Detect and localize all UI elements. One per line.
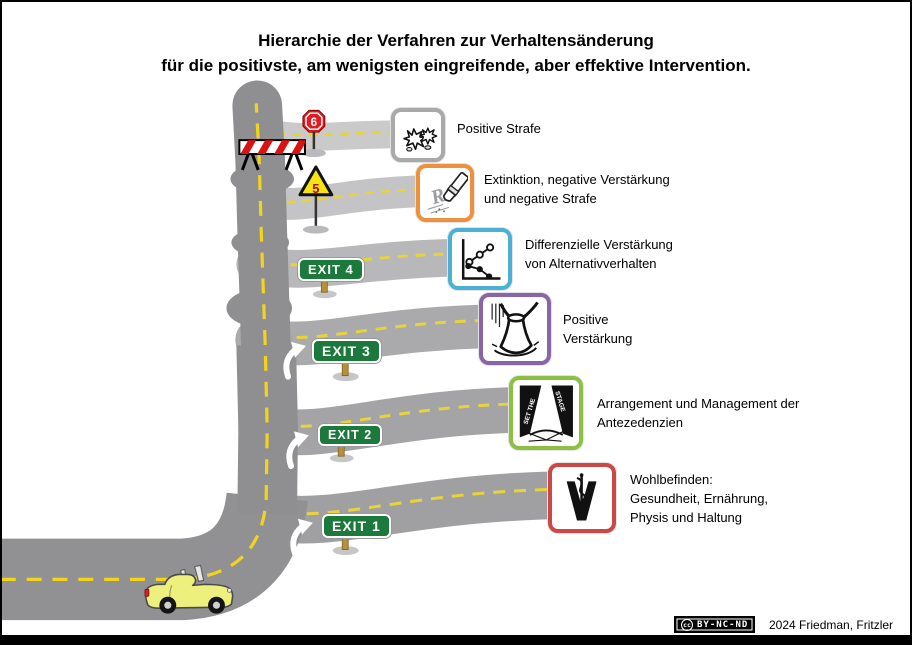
credit-text: 2024 Friedman, Fritzler [769,618,894,632]
exit-sign-1: EXIT 1 [322,514,391,538]
road-bulge [226,289,293,327]
chart-icon [462,239,501,280]
bottom-border-bar [2,635,910,643]
vet-icon [567,473,597,521]
stage-icon: SET THE STAGE [519,385,573,442]
method-box-positive-strafe [391,108,445,162]
method-box-wohlbefinden [548,463,616,533]
exit-sign-2: EXIT 2 [318,424,383,446]
bottom-road [2,491,308,621]
method-box-extinktion: R [416,164,474,222]
method-label-positive-strafe: Positive Strafe [457,121,541,136]
road-barrier-icon [238,139,306,171]
method-label-positive-verstaerkung: Positive Verstärkung [563,312,633,346]
car-icon [144,564,234,614]
cc-license-badge: cc BY-NC-ND [674,616,756,633]
eraser-icon: R [427,172,468,214]
method-label-wohlbefinden: Wohlbefinden: Gesundheit, Ernährung, Phy… [630,472,769,525]
cc-icon: cc [681,618,693,631]
road-bulge [231,228,290,257]
diagram-title: Hierarchie der Verfahren zur Verhaltensä… [2,28,910,78]
license-text: BY-NC-ND [697,619,749,630]
blocked-sign-number: 6 [311,115,318,129]
method-label-antezedenzien: Arrangement und Management der Antezeden… [597,396,800,430]
method-box-differenzielle-verstaerkung [448,228,512,290]
title-line2: für die positivste, am wenigsten eingrei… [161,56,751,75]
clay-shaping-icon [491,301,539,357]
exit-sign-4: EXIT 4 [298,258,364,281]
warning-sign: 5 [298,165,334,234]
method-box-antezedenzien: SET THE STAGE [509,376,583,450]
main-road-dash [2,103,269,581]
method-label-extinktion: Extinktion, negative Verstärkung und neg… [484,172,670,206]
exit-sign-3: EXIT 3 [312,339,381,363]
method-box-positive-verstaerkung [479,293,551,365]
warning-sign-number: 5 [312,181,319,196]
title-line1: Hierarchie der Verfahren zur Verhaltensä… [258,31,654,50]
erased-letter: R [427,184,448,209]
main-road [2,80,308,621]
road-bulge [230,163,295,194]
method-label-differenzielle-verstaerkung: Differenzielle Verstärkung von Alternati… [525,237,673,271]
blocked-sign: 6 [301,109,326,158]
burrs-icon [403,127,438,152]
